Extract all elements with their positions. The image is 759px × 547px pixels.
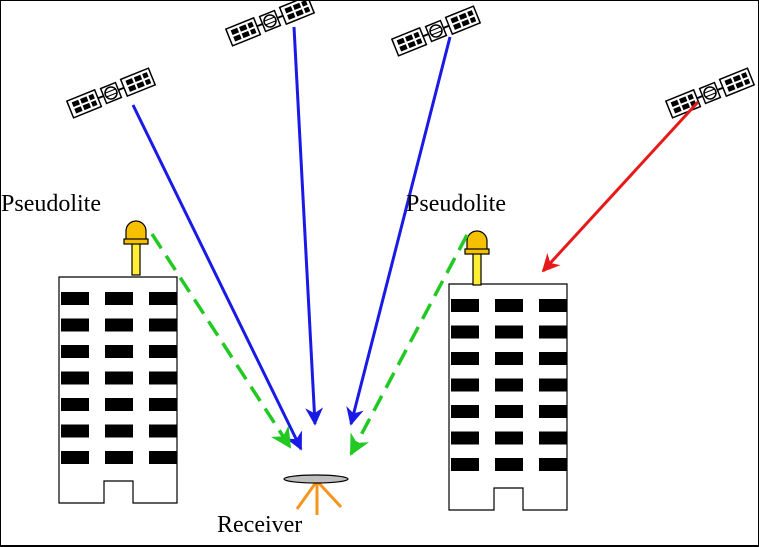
building-window (61, 371, 89, 385)
building-window (105, 451, 133, 464)
building-window (149, 345, 177, 358)
pseudolite-label-left: Pseudolite (1, 191, 101, 217)
satellite-icon (390, 5, 482, 57)
pseudolite-signal-arrow (349, 234, 469, 456)
building-window (539, 458, 567, 471)
building-window (61, 292, 89, 305)
building-window (495, 352, 523, 365)
building-window (149, 371, 177, 385)
building-window (495, 325, 523, 339)
direct-signal-arrow (292, 26, 324, 426)
building-window (539, 431, 567, 445)
building-window (495, 405, 523, 418)
building-window (539, 325, 567, 339)
building-window (105, 345, 133, 358)
satellite-icon (224, 1, 316, 47)
building-window (105, 424, 133, 438)
building-window (61, 424, 89, 438)
building-window (495, 458, 523, 471)
building-window (451, 352, 479, 365)
pseudolite-signal-arrow (150, 233, 292, 449)
pseudolite-icon (123, 220, 149, 276)
building-window (105, 371, 133, 385)
pseudolite-label-right: Pseudolite (406, 191, 506, 217)
reflected-signal-arrow (541, 100, 700, 273)
building-window (61, 451, 89, 464)
building-window (539, 352, 567, 365)
building-window (495, 378, 523, 392)
satellite-icon (65, 67, 157, 119)
building-window (451, 431, 479, 445)
building-right (448, 283, 568, 511)
building-window (149, 398, 177, 411)
building-window (451, 299, 479, 312)
building-window (61, 318, 89, 332)
building-window (149, 292, 177, 305)
direct-signal-arrow (131, 104, 303, 451)
building-window (105, 292, 133, 305)
building-window (61, 345, 89, 358)
building-window (451, 405, 479, 418)
building-window (105, 398, 133, 411)
building-window (105, 318, 133, 332)
receiver-label: Receiver (217, 512, 303, 538)
building-window (451, 458, 479, 471)
building-window (149, 424, 177, 438)
building-window (451, 325, 479, 339)
receiver-antenna-icon (283, 474, 349, 515)
building-window (495, 299, 523, 312)
building-window (539, 378, 567, 392)
building-window (451, 378, 479, 392)
building-window (61, 398, 89, 411)
building-window (149, 318, 177, 332)
building-window (495, 431, 523, 445)
satellite-icon (664, 67, 756, 119)
direct-signal-arrow (346, 36, 452, 426)
building-window (149, 451, 177, 464)
pseudolite-icon (464, 230, 490, 286)
building-window (539, 405, 567, 418)
building-window (539, 299, 567, 312)
building-left (58, 276, 178, 504)
